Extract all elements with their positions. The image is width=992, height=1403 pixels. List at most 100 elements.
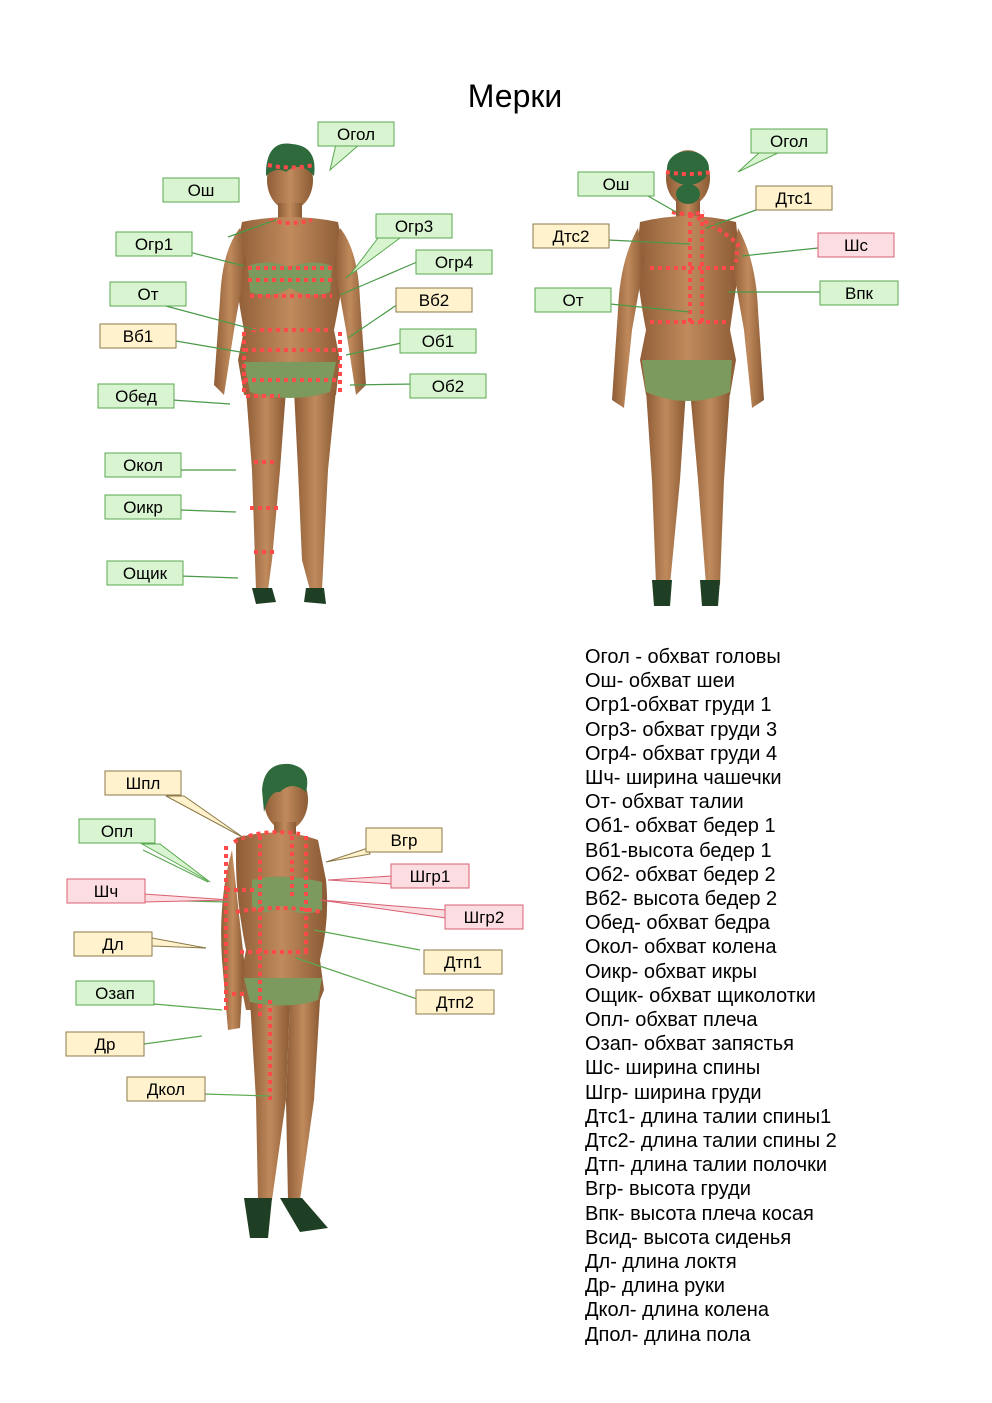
label-shpl: Шпл (104, 770, 182, 796)
legend-item: Обед- обхват бедра (585, 912, 770, 935)
label-okol: Окол (104, 452, 182, 478)
svg-text:Шгр2: Шгр2 (464, 908, 505, 927)
svg-text:Вгр: Вгр (391, 831, 418, 850)
label-back-ogol: Огол (750, 128, 828, 154)
svg-text:Дкол: Дкол (147, 1080, 185, 1099)
svg-text:Об1: Об1 (422, 332, 454, 351)
svg-text:Шс: Шс (844, 236, 869, 255)
label-ogr3: Огр3 (375, 213, 453, 239)
front-brief (244, 362, 336, 398)
label-vpk: Впк (819, 280, 899, 306)
label-opl: Опл (78, 818, 156, 844)
label-oshik: Ощик (106, 560, 184, 586)
legend-item: Шч- ширина чашечки (585, 767, 782, 790)
legend-item: Всид- высота сиденья (585, 1226, 792, 1249)
back-brief (642, 360, 732, 401)
label-back-osh: Ош (577, 171, 655, 197)
svg-text:Шгр1: Шгр1 (410, 867, 451, 886)
legend-list: Огол - обхват головы Ош- обхват шеи Огр1… (585, 645, 837, 1347)
svg-text:Дтп1: Дтп1 (444, 953, 482, 972)
svg-text:Озап: Озап (95, 984, 135, 1003)
label-osh: Ош (162, 177, 240, 203)
label-ot: От (109, 281, 187, 307)
legend-item: Огол - обхват головы (585, 646, 781, 668)
back-shoes (652, 580, 720, 606)
label-shgr1: Шгр1 (390, 863, 470, 889)
legend-item: От- обхват талии (585, 791, 744, 814)
label-dtp2: Дтп2 (415, 989, 495, 1015)
label-dts1: Дтс1 (755, 185, 833, 211)
svg-text:Дтс2: Дтс2 (552, 227, 589, 246)
legend-item: Ош- обхват шеи (585, 670, 735, 693)
label-vb1: Вб1 (99, 323, 177, 349)
label-ob2: Об2 (409, 373, 487, 399)
label-vgr: Вгр (365, 827, 443, 853)
svg-text:Окол: Окол (123, 456, 163, 475)
label-back-ot: От (534, 287, 612, 313)
legend-item: Огр1-обхват груди 1 (585, 694, 772, 717)
legend-item: Огр4- обхват груди 4 (585, 742, 778, 765)
legend-item: Ощик- обхват щиколотки (585, 984, 816, 1007)
svg-text:Ош: Ош (603, 175, 630, 194)
svg-text:Впк: Впк (845, 284, 874, 303)
legend-item: Опл- обхват плеча (585, 1009, 758, 1032)
side-measurement-lines (224, 830, 323, 1100)
svg-text:Дл: Дл (102, 935, 123, 954)
svg-text:Оикр: Оикр (123, 498, 163, 517)
svg-text:Ощик: Ощик (123, 564, 168, 583)
label-ogr1: Огр1 (115, 231, 193, 257)
front-figure: Огол Ош Огр1 Огр3 Огр4 От Вб2 Вб1 Об1 Об… (97, 121, 493, 604)
legend-item: Огр3- обхват груди 3 (585, 718, 778, 741)
legend-item: Др- длина руки (585, 1275, 725, 1298)
svg-text:Опл: Опл (101, 822, 133, 841)
label-dts2: Дтс2 (532, 223, 610, 249)
front-shoes (252, 588, 326, 604)
side-leader-lines (142, 849, 421, 1097)
svg-text:Огр3: Огр3 (395, 217, 433, 236)
legend-item: Вгр- высота груди (585, 1178, 751, 1201)
svg-text:Огол: Огол (770, 132, 808, 151)
label-dr: Др (65, 1031, 145, 1057)
back-figure: Огол Ош Дтс1 Дтс2 Шс От Впк (532, 128, 899, 606)
label-shs: Шс (817, 232, 895, 258)
svg-text:Огол: Огол (337, 125, 375, 144)
legend-item: Дтс1- длина талии спины1 (585, 1105, 832, 1128)
legend-item: Об1- обхват бедер 1 (585, 815, 776, 838)
label-obed: Обед (97, 383, 175, 409)
front-labels: Огол Ош Огр1 Огр3 Огр4 От Вб2 Вб1 Об1 Об… (97, 121, 493, 586)
side-shoes (244, 1198, 328, 1238)
legend-item: Дпол- длина пола (585, 1323, 751, 1346)
label-ogol: Огол (317, 121, 395, 147)
svg-text:Ош: Ош (188, 181, 215, 200)
svg-text:Вб1: Вб1 (123, 327, 154, 346)
legend-item: Шгр- ширина груди (585, 1081, 762, 1104)
legend-item: Вб1-высота бедер 1 (585, 839, 772, 862)
label-shch: Шч (66, 878, 146, 904)
back-leader-lines (607, 195, 820, 313)
side-hair (262, 763, 308, 812)
svg-text:Огр1: Огр1 (135, 235, 173, 254)
label-ozap: Озап (75, 980, 155, 1006)
back-labels: Огол Ош Дтс1 Дтс2 Шс От Впк (532, 128, 899, 313)
svg-text:От: От (137, 285, 158, 304)
label-dtp1: Дтп1 (423, 949, 503, 975)
legend-item: Оикр- обхват икры (585, 960, 757, 983)
side-labels: Шпл Опл Вгр Шгр1 Шч Шгр2 Дл Дтп1 Озап Дт… (65, 770, 524, 1102)
back-measurement-lines (650, 170, 741, 324)
label-oikr: Оикр (104, 494, 182, 520)
back-hair (667, 151, 709, 204)
side-figure: Шпл Опл Вгр Шгр1 Шч Шгр2 Дл Дтп1 Озап Дт… (65, 763, 524, 1238)
label-dkol: Дкол (126, 1076, 206, 1102)
label-shgr2: Шгр2 (444, 904, 524, 930)
legend-item: Впк- высота плеча косая (585, 1202, 814, 1225)
legend-item: Окол- обхват колена (585, 936, 777, 959)
svg-text:Огр4: Огр4 (435, 253, 473, 272)
svg-text:Обед: Обед (115, 387, 157, 406)
legend-item: Вб2- высота бедер 2 (585, 888, 778, 911)
page-title: Мерки (467, 78, 563, 114)
label-ogr4: Огр4 (415, 249, 493, 275)
legend-item: Дкол- длина колена (585, 1299, 769, 1322)
svg-text:Дтс1: Дтс1 (775, 189, 812, 208)
svg-text:От: От (562, 291, 583, 310)
